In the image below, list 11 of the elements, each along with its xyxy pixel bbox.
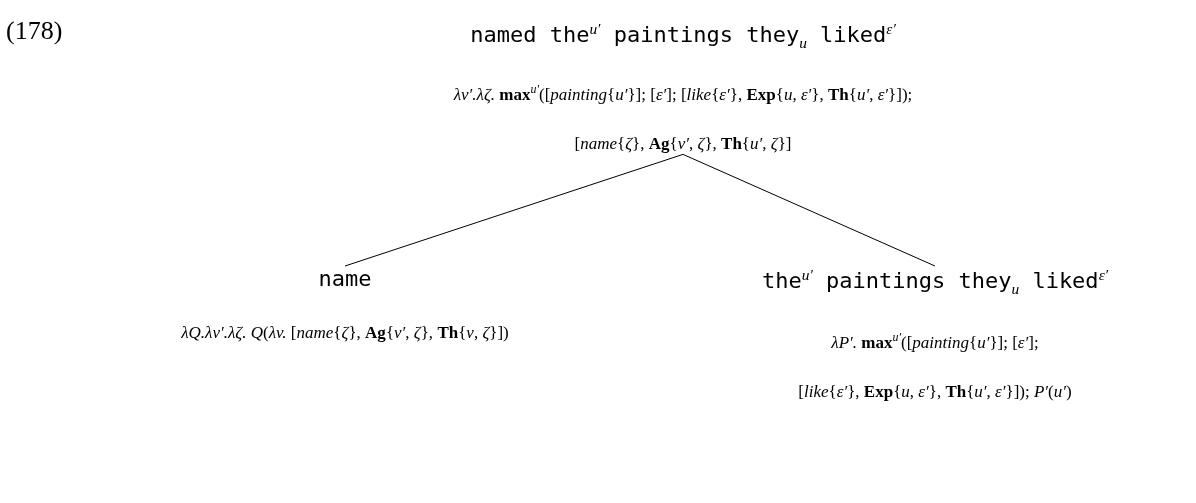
formula-text: [name{ζ}, Ag{v′, ζ}, Th{u′, ζ}] xyxy=(574,134,792,155)
node-heading: named the$^{u′}$ paintings they$_{u}$ liked$^{ε′}$ xyxy=(470,20,896,52)
node-heading: the$^{u′}$ paintings they$_{u}$ liked$^{ε′}$ xyxy=(761,266,1109,298)
formula-text: [like{ε′}, Exp{u, ε′}, Th{u′, ε′}]); P′(u′) xyxy=(798,382,1072,403)
tree-branch-line xyxy=(682,153,936,267)
example-number: (178) xyxy=(6,16,63,46)
formula-text: λv′.λζ. max$^{u′}$([painting{u′}]; [ε′]; [like{ε′}, Exp{u, ε′}, Th{u′, ε′}]); xyxy=(453,81,913,105)
formula-text: λP′. max$^{u′}$([painting{u′}]; [ε′]; xyxy=(831,329,1039,353)
tree-branch-line xyxy=(344,153,684,267)
node-heading: name xyxy=(318,266,372,291)
formula-text: λQ.λv′.λζ. Q(λv. [name{ζ}, Ag{v′, ζ}, Th{v, ζ}]) xyxy=(181,323,509,343)
